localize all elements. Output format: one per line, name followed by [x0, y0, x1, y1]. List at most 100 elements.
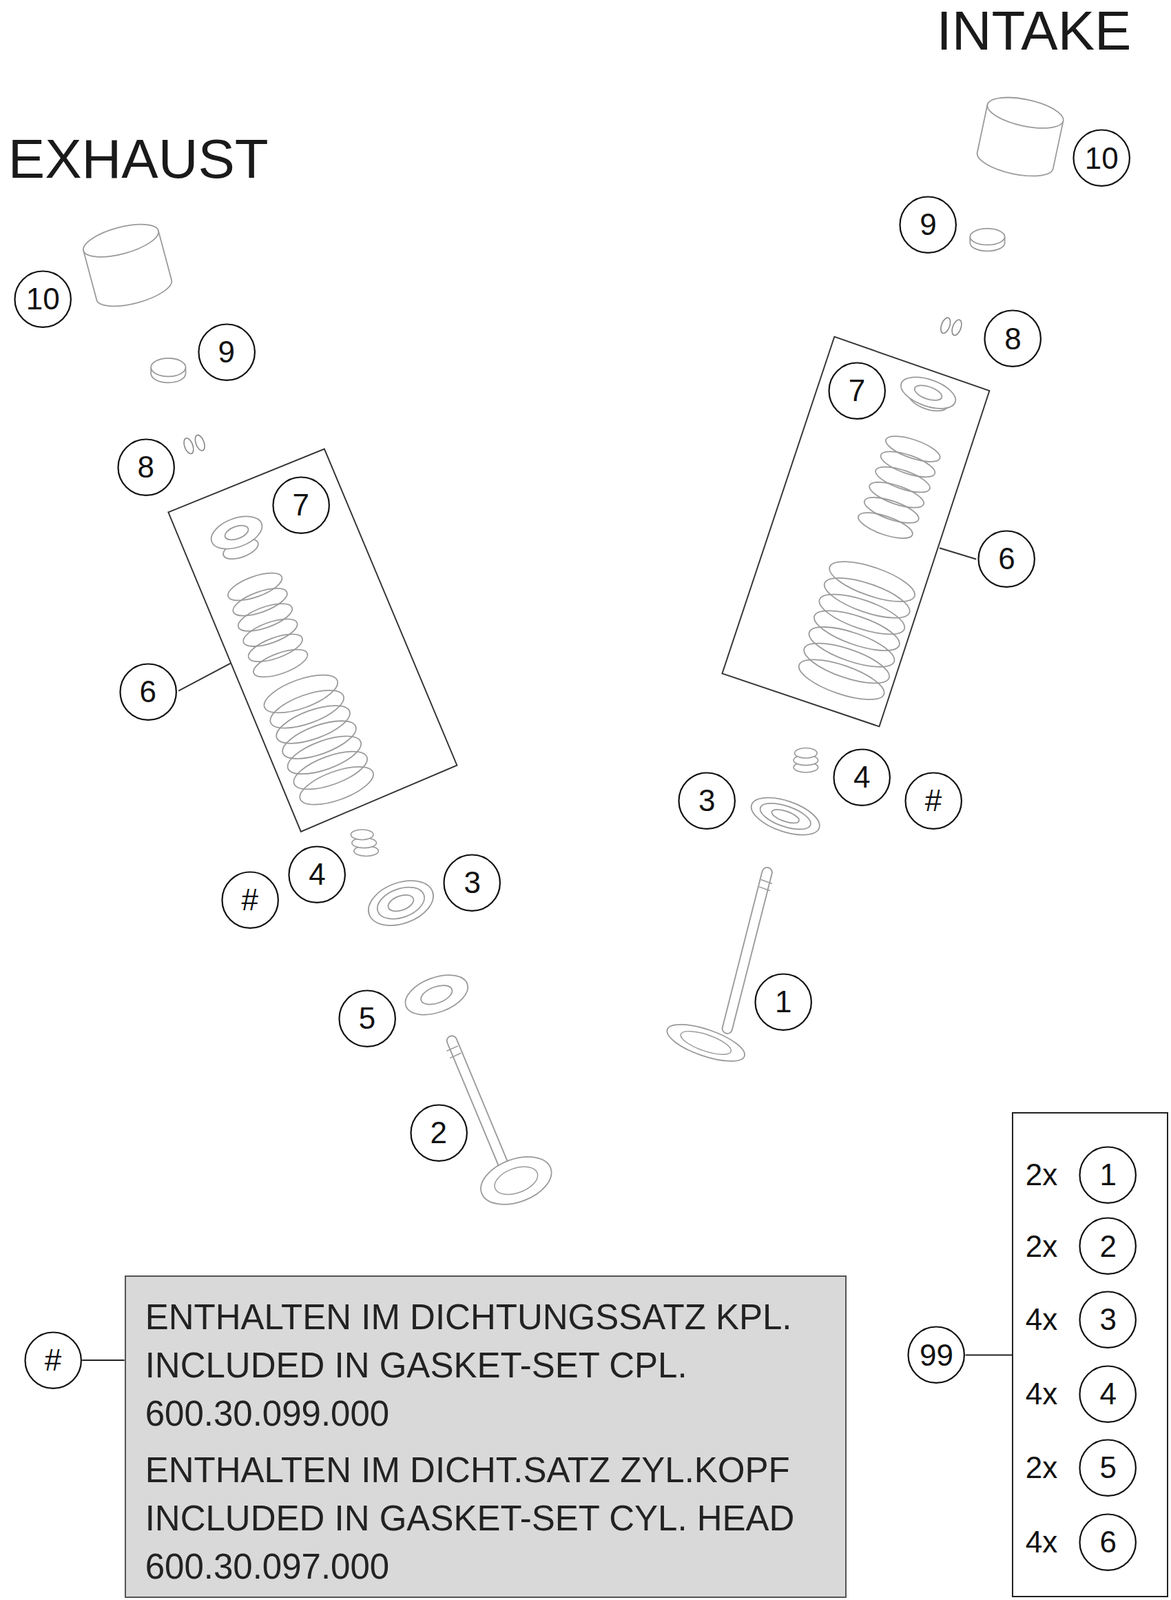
callout-text: 3: [1099, 1303, 1116, 1335]
callout-circle-outline: [1080, 1438, 1136, 1495]
valve-keeper: [181, 436, 195, 455]
stem-seal: [794, 747, 818, 758]
quantity-text: 4x: [1025, 1301, 1058, 1336]
valve-keeper: [938, 316, 952, 335]
quantity-text: 4x: [1025, 1524, 1058, 1559]
leader-line: [965, 1354, 1012, 1356]
note-text: INCLUDED IN GASKET-SET CYL. HEAD: [145, 1494, 826, 1543]
valve-head: [474, 1147, 558, 1214]
callout-circle-outline: [905, 772, 961, 829]
callout-circle-outline: [1080, 1291, 1136, 1348]
callout-number: 10: [1072, 128, 1131, 187]
inner-spring-coil: [883, 430, 943, 467]
inner-spring-coil: [872, 461, 933, 498]
quantity-row: 2x: [1025, 1230, 1058, 1262]
callout-text: 7: [292, 489, 310, 521]
quantity-row: 4x: [1025, 1526, 1058, 1557]
callout-text: 99: [919, 1339, 954, 1371]
outer-spring-coil: [794, 650, 889, 708]
callout-text: 4: [308, 858, 326, 890]
callout-text: 2: [430, 1117, 448, 1148]
spring-washer-ring: [757, 797, 814, 835]
callout-text: 1: [1099, 1159, 1116, 1190]
note-text: 600.30.099.000: [145, 1389, 826, 1438]
callout-text: 6: [139, 676, 156, 707]
inner-spring-coil: [230, 582, 291, 622]
outer-spring-coil: [283, 728, 366, 782]
outer-spring-coil: [272, 697, 355, 751]
valve-keeper: [949, 318, 963, 337]
callout-text: 10: [1084, 143, 1119, 174]
valve-face: [677, 1026, 734, 1059]
spring-washer-hole: [770, 806, 801, 826]
quantity-text: 2x: [1025, 1157, 1058, 1191]
callout-text: 2: [1099, 1230, 1116, 1262]
callout-text: #: [925, 785, 942, 816]
callout-text: 10: [26, 283, 60, 315]
quantity-box: 2x2x4x4x2x4x123456: [1011, 1111, 1169, 1597]
inner-spring-coil: [877, 446, 938, 483]
callout-circle-outline: [14, 270, 71, 327]
valve-groove: [447, 1045, 459, 1051]
callout-text: 4: [1099, 1378, 1116, 1409]
spring-washer-hole: [385, 891, 416, 915]
inner-spring-coil: [250, 643, 311, 682]
callout-number: 2: [409, 1103, 468, 1162]
note-text: ENTHALTEN IM DICHTUNGSSATZ KPL.: [145, 1292, 826, 1342]
inner-spring-coil: [861, 491, 922, 528]
callout-circle-outline: [755, 973, 812, 1030]
callout-circle-outline: [1080, 1146, 1136, 1202]
callout-text: 4: [853, 761, 870, 793]
valve-groove: [449, 1052, 461, 1058]
callout-number: 4: [832, 748, 891, 806]
callout-circle-outline: [24, 1331, 81, 1388]
callout-number: #: [221, 870, 279, 929]
spring-washer: [362, 872, 440, 934]
section-heading: EXHAUST: [8, 131, 269, 187]
callout-text: 9: [919, 209, 937, 240]
callout-text: #: [241, 884, 259, 915]
quantity-text: 2x: [1025, 1228, 1058, 1263]
callout-circle-outline: [289, 845, 346, 902]
callout-number: 4: [1078, 1364, 1137, 1423]
quantity-row: 4x: [1025, 1303, 1058, 1335]
callout-text: #: [44, 1344, 62, 1375]
outer-spring-coil: [289, 743, 372, 797]
inner-spring-coil: [239, 613, 301, 652]
callout-text: 8: [137, 451, 155, 483]
valve-keeper: [193, 433, 207, 452]
leader-line: [178, 663, 231, 691]
callout-circle-outline: [1080, 1217, 1136, 1274]
callout-number: 6: [977, 529, 1036, 588]
shim-washer: [400, 967, 474, 1023]
callout-text: 5: [1099, 1452, 1116, 1483]
callout-number: 7: [272, 475, 330, 534]
bucket-tappet-top: [79, 217, 162, 264]
leader-line: [81, 1359, 124, 1361]
shim-top: [969, 228, 1005, 246]
callout-text: 8: [1004, 323, 1021, 355]
callout-number: 7: [827, 361, 886, 420]
callout-circle-outline: [985, 310, 1041, 367]
bucket-tappet-top: [984, 91, 1066, 134]
callout-text: 9: [217, 336, 235, 368]
callout-number: 4: [287, 845, 346, 904]
outer-spring-coil: [295, 759, 379, 813]
callout-text: 6: [998, 543, 1015, 574]
callout-text: 7: [848, 375, 866, 406]
callout-circle-outline: [338, 989, 395, 1046]
callout-circle-outline: [198, 323, 255, 380]
callout-number: 8: [117, 438, 175, 496]
callout-number: 3: [1078, 1290, 1137, 1349]
inner-spring-coil: [866, 476, 927, 513]
callout-circle-outline: [828, 362, 885, 419]
quantity-text: 2x: [1025, 1449, 1058, 1484]
callout-circle-outline: [978, 531, 1035, 587]
callout-circle-outline: [272, 476, 329, 533]
spring-washer-ring: [372, 881, 429, 925]
quantity-text: 4x: [1025, 1376, 1058, 1411]
section-heading: INTAKE: [936, 3, 1132, 59]
callout-circle-outline: [679, 772, 735, 829]
quantity-row: 4x: [1025, 1378, 1058, 1409]
callout-circle-outline: [221, 871, 278, 928]
